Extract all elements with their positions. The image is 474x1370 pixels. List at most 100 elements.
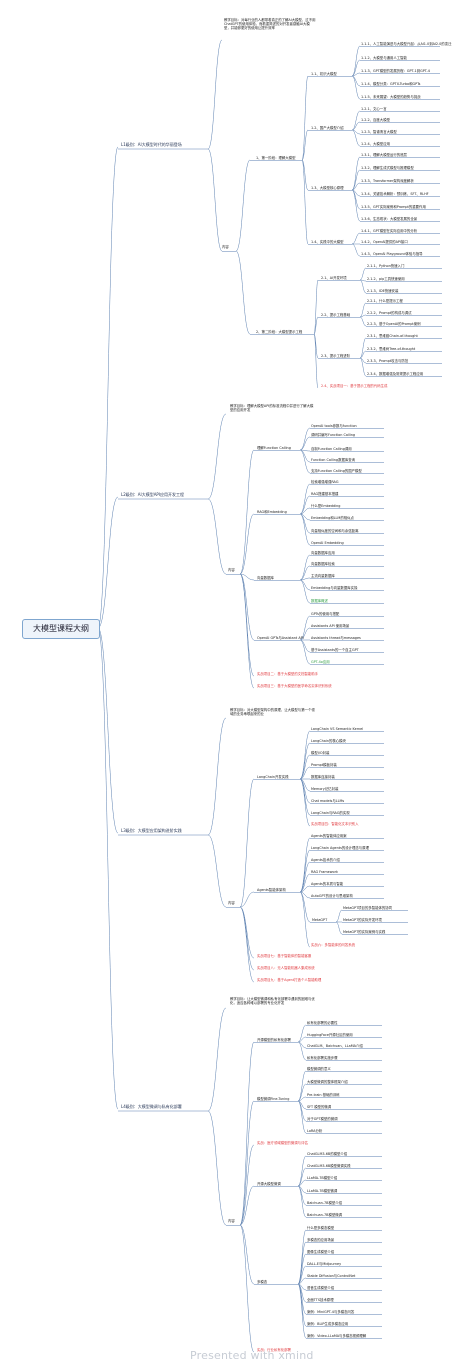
l4-g1-item[interactable]: SFT 模型的微调 [307,1105,332,1109]
l4-group-label[interactable]: 开源模型的私有化部署 [257,1038,291,1042]
l3-project[interactable]: 实战项目八：无人智能机器人集成系统 [257,966,315,970]
l4-g3-item[interactable]: 案例：BLIP生成多模态应用 [307,1322,349,1326]
l4-g3-item[interactable]: 多模态的应用场景 [307,1238,335,1242]
l4-g0-item[interactable]: ChatGLM、Baichuan、LLaMA介绍 [307,1044,363,1048]
l1-s1-g3-item[interactable]: 1.4.2、OpenAI提供的API接口 [361,240,408,244]
l1-s1-g2-item[interactable]: 1.3.4、关键技术解析：预训练、SFT、RLHF [361,192,429,196]
l2-g3-item[interactable]: Assistants thread与messages [311,636,361,640]
l1-s1-g0-item[interactable]: 1.1.2、大模型与通用人工智能 [361,56,407,60]
l3-sub-item[interactable]: MetaGPT项目的多智能体的协同 [343,906,393,910]
l1-s1-g0-item[interactable]: 1.1.3、GPT模型的发展历程：GPT-1到GPT-4 [361,69,430,73]
l1-s1-g1-item[interactable]: 1.2.3、智谱清言大模型 [361,130,397,134]
l2-g3-item[interactable]: GPTs的使用与搭配 [311,612,340,616]
l2-g2-item[interactable]: 主流向量数据库 [311,574,335,578]
l1-s1-g2-item[interactable]: 1.3.3、Transformer架构深度解析 [361,179,414,183]
l2-g1-item[interactable]: Embedding和LLM的相似点 [311,516,354,520]
l3-g1-item[interactable]: Agents的本质与智能 [311,882,344,886]
l3-project[interactable]: 实战项目九：基于Agent打造个人智能助理 [257,978,322,982]
l2-g0-item[interactable]: Function Calling数据库查询 [311,458,356,462]
l4-g3-item[interactable]: 案例：Video-LLaMA与多模态视频理解 [307,1334,367,1338]
l2-g0-item[interactable]: 调研并编写Function Calling [311,433,356,437]
l3-sub-label[interactable]: MetaGPT [312,918,328,922]
l3-sub-item[interactable]: MetaGPT的实际开发环境 [343,918,382,922]
l3-group-label[interactable]: Agents智能体架构 [257,888,286,892]
l1-s1-g2-item[interactable]: 1.3.1、理解大模型运行的底层 [361,153,407,157]
l1-content-label[interactable]: 内容 [222,245,229,249]
l2-g0-item[interactable]: 自制Function Calling调用 [311,447,352,451]
l2-g1-item[interactable]: 向量相似度的空间和与余弦距离 [311,529,359,533]
l3-project[interactable]: 实战项目七：基于智能体的智能客服 [257,954,312,958]
l4-group-label[interactable]: 模型微调Fine-Tuning [257,1097,290,1101]
l1-s2-g1-item[interactable]: 2.2.1、什么是提示工程 [367,299,403,303]
l1-s1-g0-item[interactable]: 1.1.4、模型分类：GPTX-Turbo和GPTs [361,82,421,86]
l1-s1-g0-item[interactable]: 1.1.5、未来展望：大模型的趋势与挑战 [361,95,421,99]
group-label[interactable]: 2.1、AI开发环境 [321,276,347,280]
l4-g3-item[interactable]: 什么是多模态模型 [307,1226,335,1230]
l4-g1-item[interactable]: 大模型微调的整体框架介绍 [307,1080,348,1084]
l3-g1-item[interactable]: RAG Framework [311,870,338,874]
l4-g0-item[interactable]: HuggingFace开源社区的使用 [307,1033,353,1037]
l1-s2-g0-item[interactable]: 2.1.3、IDE快速安装 [367,289,399,293]
l4-g3-item[interactable]: 全面TTS技术原理 [307,1298,334,1302]
l1-s1-g2-item[interactable]: 1.3.2、理解生成式模型与推理模型 [361,166,414,170]
l3-g1-item[interactable]: Agents技术的介绍 [311,858,340,862]
l4-g2-item[interactable]: LLaMA-7B模型介绍 [307,1176,338,1180]
l1-s1-g1-item[interactable]: 1.2.2、百度大模型 [361,118,390,122]
l4-g1-item[interactable]: LoRA分析 [307,1129,323,1133]
l1-s1-g2-item[interactable]: 1.3.6、生态现状：大模型发展的全景 [361,217,418,221]
stage-1-label[interactable]: 1、第一阶段：理解大模型 [256,156,296,160]
l4-g2-item[interactable]: Baichuan-7B模型介绍 [307,1201,343,1205]
l4-project[interactable]: 实战：行业私有化部署 [257,1348,291,1352]
l3-g0-item[interactable]: LangChain VS Semantic Kernel [311,727,364,731]
l2-g1-item[interactable]: RAG搭建基本搭建 [311,492,339,496]
l1-s2-g1-item[interactable]: 2.2.2、Prompt的构成与调试 [367,311,412,315]
group-label[interactable]: 1.3、大模型核心原理 [311,186,344,190]
l2-group-label[interactable]: RAG和Embedding [257,510,287,514]
level-1-topic[interactable]: L1级别：AI大模型时代的华丽登场 [121,142,182,147]
l2-project[interactable]: 实战项目三：基于大模型的医学命名实体识别系统 [257,684,332,688]
l3-intro[interactable]: 教学目标：对大模型架构中的原理、让大模型与第一个领域的业务串联起来的业 [230,708,315,716]
l4-group-label[interactable]: 多模态 [257,1280,268,1284]
l1-s2-g0-item[interactable]: 2.1.1、Python快速入门 [367,264,405,268]
l1-s2-g1-item[interactable]: 2.2.3、基于OpenAI的Prompt案例 [367,322,421,326]
l2-g1-item[interactable]: 检索增强增强RAG [311,480,339,484]
l1-s2-g2-item[interactable]: 2.3.2、思维树Tree-of-thought [367,347,416,351]
level-4-topic[interactable]: L4级别：大模型微调与私有化部署 [121,1104,182,1109]
l2-project[interactable]: 实战项目二：基于大模型的文档智能助手 [257,672,319,676]
l2-group-label[interactable]: OpenAI GPTs与Assistant API [257,636,304,640]
l3-g0-item[interactable]: LangChain与RAG的实现 [311,811,350,815]
l1-s1-g1-item[interactable]: 1.2.1、文心一言 [361,107,387,111]
l4-g3-item[interactable]: 语音生成模型介绍 [307,1286,335,1290]
l2-g3-item[interactable]: Assistants API 使用场景 [311,624,350,628]
l3-g0-item[interactable]: 数据库连接封装 [311,775,335,779]
l3-g0-item[interactable]: Prompt模板封装 [311,763,337,767]
l1-s2-g2-item[interactable]: 2.3.1、思维链Chain-of-thought [367,334,418,338]
root-topic[interactable]: 大模型课程大纲 [22,619,100,639]
group-label[interactable]: 2.2、提示工程基础 [321,313,351,317]
group-label[interactable]: 1.2、国产大模型介绍 [311,126,344,130]
l3-project[interactable]: 实战六：多智能体的问答系统 [311,943,356,947]
l2-g2-item[interactable]: 向量数据库应用 [311,551,335,555]
l3-group-label[interactable]: LangChain开发实践 [257,775,289,779]
l4-group-label[interactable]: 开源大模型微调 [257,1182,281,1186]
l1-s2-g2-item[interactable]: 2.3.4、数据增强及常规提示工程应用 [367,372,424,376]
level-3-topic[interactable]: L3级别：大模型应用架构进阶实践 [121,828,182,833]
l3-g0-item[interactable]: Memory记忆封装 [311,787,339,791]
l3-g0-item[interactable]: Chat models与LLMs [311,799,345,803]
l3-g1-item[interactable]: LangChain Agents的设计理念与原理 [311,846,369,850]
l4-g2-item[interactable]: ChatGLM3-6B的模型介绍 [307,1152,348,1156]
l1-s2-g2-item[interactable]: 2.3.3、Prompt攻击与防范 [367,359,409,363]
l3-project[interactable]: 实战项目四：智能化文本识别入 [311,822,359,826]
l2-g2-item[interactable]: 数据库概述 [311,599,328,603]
stage-2-label[interactable]: 2、第二阶段：大模型提示工程 [256,330,303,334]
l2-g3-item[interactable]: 基于Assistants的一个自主GPT [311,648,359,652]
l3-content-label[interactable]: 内容 [228,901,235,905]
l2-g2-item[interactable]: 向量数据库检索 [311,562,335,566]
l4-g1-item[interactable]: 对于GPT模型的微调 [307,1117,338,1121]
l4-g2-item[interactable]: ChatGLM3-6B模型微调实践 [307,1164,351,1168]
l2-g1-item[interactable]: 什么是Embedding [311,504,341,508]
l2-intro[interactable]: 教学目标：理解大模型API的标准流程中并进行了解大模型的应用开发 [230,404,314,412]
l4-g1-item[interactable]: Pre-train 基础的训练 [307,1093,340,1097]
l1-s1-g3-item[interactable]: 1.4.1、GPT模型在实际应用中的分析 [361,229,418,233]
l1-s1-g0-item[interactable]: 1.1.1、人工智能演进与大模型兴起：从AI1.0到AI2.0的变迁 [361,42,452,46]
